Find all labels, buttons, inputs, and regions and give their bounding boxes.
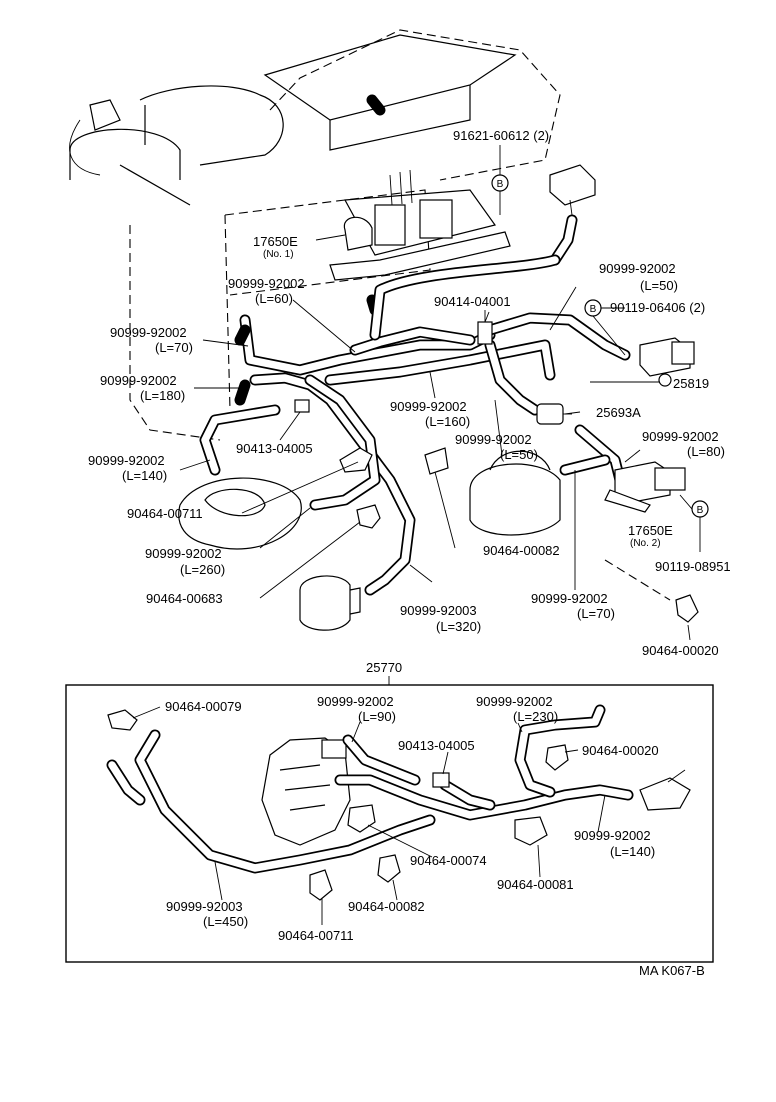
label-hose-l230: 90999-92002 [476,694,553,709]
assembly-engine-part [261,737,351,846]
assembly-25770: 25770 [65,660,714,963]
engine-outline [69,29,561,441]
marker-b-2-label: B [590,304,597,315]
label-hose-l90: 90999-92002 [317,694,394,709]
label-90464-00711-upper: 90464-00711 [127,506,203,521]
clip-90464-00683 [356,504,381,529]
label-hose-l70-left-len: (L=70) [155,340,193,355]
label-hose-l140-upper-len: (L=140) [122,468,167,483]
label-90464-00079: 90464-00079 [165,699,242,714]
clip-90464-00082-upper [424,447,449,475]
label-hose-l50-mid-len: (L=50) [500,447,538,462]
label-hose-l180-len: (L=180) [140,388,185,403]
label-hose-l70-left: 90999-92002 [110,325,187,340]
assembly-hoses [106,704,634,874]
assembly-leader-lines [132,706,606,925]
assembly-clip-00079 [107,709,138,731]
marker-b-3: B [679,494,709,552]
label-hose-l180: 90999-92002 [100,373,177,388]
clip-90464-00020-upper [675,594,699,623]
label-90464-00683: 90464-00683 [146,591,223,606]
vacuum-sensor [639,337,695,387]
label-17650e-no1: 17650E [253,234,298,249]
label-hose-l90-len: (L=90) [358,709,396,724]
vsv-no1-illustration [329,169,511,281]
label-17650e-no2: 17650E [628,523,673,538]
assembly-clip-00081 [514,816,548,846]
label-17650e-no1-sub: (No. 1) [263,249,294,260]
assembly-clip-00020 [545,744,569,771]
label-hose-l80: 90999-92002 [642,429,719,444]
label-25819: 25819 [673,376,709,391]
diagram-code: MA K067-B [639,963,705,978]
label-hose-l450-len: (L=450) [203,914,248,929]
assembly-clip-00082 [377,854,401,883]
label-hose-l260-len: (L=260) [180,562,225,577]
marker-b-1-label: B [497,179,504,190]
hose-connector-90413-upper [294,399,310,413]
label-hose-l140-assembly: 90999-92002 [574,828,651,843]
cover-cap [549,164,596,266]
label-hose-l50-top-len: (L=50) [640,278,678,293]
label-hose-l60: 90999-92002 [228,276,305,291]
assembly-end-fitting [639,769,691,811]
assembly-frame [65,684,714,963]
label-90464-00082-upper: 90464-00082 [483,543,560,558]
label-hose-l140-assembly-len: (L=140) [610,844,655,859]
label-90464-00074: 90464-00074 [410,853,487,868]
label-90119-06406: 90119-06406 (2) [610,300,705,315]
label-90464-00020-upper: 90464-00020 [642,643,719,658]
label-17650e-no2-sub: (No. 2) [630,538,661,549]
marker-b-3-label: B [697,505,704,516]
assembly-connector-90413 [432,772,450,788]
diaphragm-unit [178,450,561,631]
label-hose-l320: 90999-92003 [400,603,477,618]
assembly-number: 25770 [366,660,402,675]
label-hose-l160-len: (L=160) [425,414,470,429]
label-hose-l230-len: (L=230) [513,709,558,724]
label-hose-l60-len: (L=60) [255,291,293,306]
label-hose-l50-top: 90999-92002 [599,261,676,276]
label-hose-l70-right: 90999-92002 [531,591,608,606]
label-90464-00020-assembly: 90464-00020 [582,743,659,758]
three-way-connector [477,310,493,345]
label-hose-l450: 90999-92003 [166,899,243,914]
label-90413-04005-upper: 90413-04005 [236,441,313,456]
label-90119-08951: 90119-08951 [655,559,731,574]
label-91621-60612: 91621-60612 (2) [453,128,549,143]
label-90464-00082-assembly: 90464-00082 [348,899,425,914]
vsv-no2-illustration [604,461,686,513]
label-hose-l80-len: (L=80) [687,444,725,459]
upper-leader-lines [179,234,691,641]
upper-labels: 91621-60612 (2) 17650E (No. 1) 90999-920… [88,128,731,658]
vacuum-filter [536,403,572,425]
label-hose-l50-mid: 90999-92002 [455,432,532,447]
assembly-clip-00074 [347,804,376,833]
assembly-clip-00711 [309,869,333,901]
label-90464-00081: 90464-00081 [497,877,574,892]
label-hose-l260: 90999-92002 [145,546,222,561]
label-hose-l70-right-len: (L=70) [577,606,615,621]
marker-b-2: B [584,299,626,356]
label-hose-l320-len: (L=320) [436,619,481,634]
label-hose-l160: 90999-92002 [390,399,467,414]
label-90414-04001: 90414-04001 [434,294,511,309]
marker-b-1: B [491,145,509,215]
clip-90464-00711-upper [339,447,373,473]
label-25693a: 25693A [596,405,641,420]
label-90464-00711-assembly: 90464-00711 [278,928,354,943]
label-hose-l140-upper: 90999-92002 [88,453,165,468]
label-90413-04005-assembly: 90413-04005 [398,738,475,753]
